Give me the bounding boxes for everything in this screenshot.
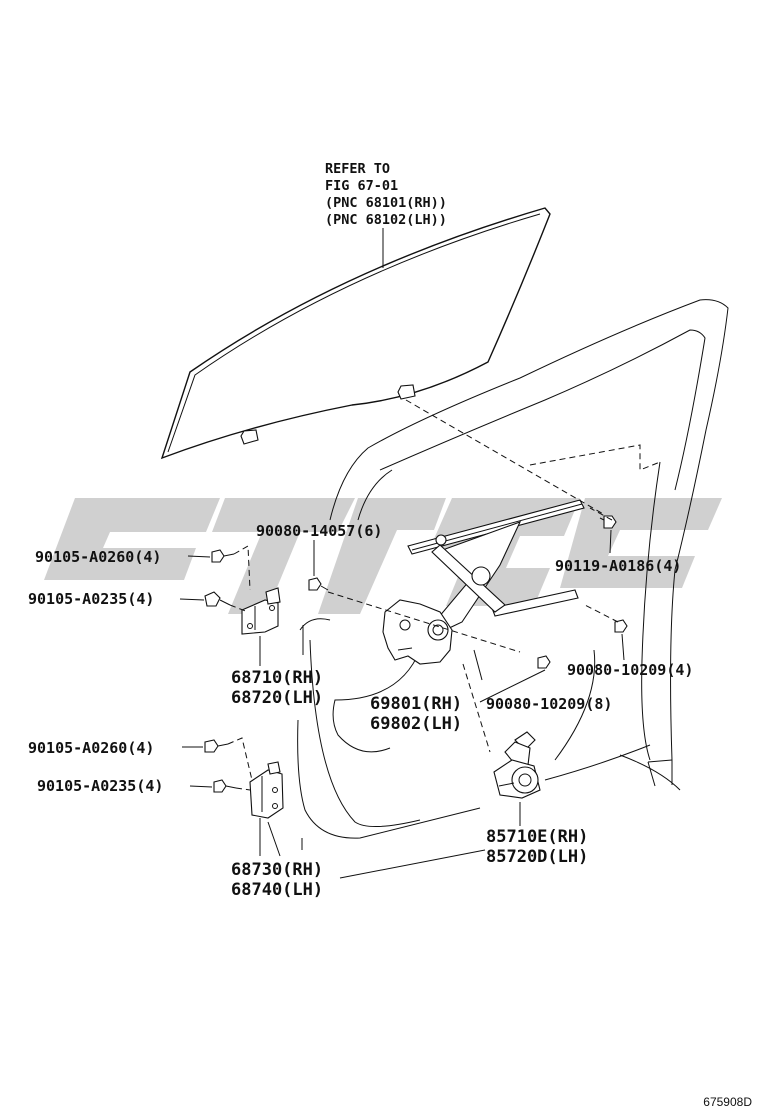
- label-hinge-lower-lh: 68740(LH): [231, 880, 323, 900]
- label-bolt-90105-a0260-lower: 90105-A0260(4): [28, 739, 154, 757]
- bolt-icon: [211, 549, 235, 563]
- reference-note-line-1: REFER TO: [325, 161, 390, 177]
- label-bolt-90105-a0235-upper: 90105-A0235(4): [28, 590, 154, 608]
- reference-note-line-2: FIG 67-01: [325, 178, 398, 194]
- reference-note-line-4: (PNC 68102(LH)): [325, 212, 447, 228]
- label-bolt-90119-a0186: 90119-A0186(4): [555, 557, 681, 575]
- bolt-icon: [204, 739, 229, 753]
- regulator-motor: [493, 731, 541, 799]
- bolt-icon: [204, 591, 231, 607]
- window-regulator: [382, 499, 585, 665]
- label-motor-rh: 85710E(RH): [486, 827, 588, 847]
- label-bolt-90105-a0260-upper: 90105-A0260(4): [35, 548, 161, 566]
- label-motor-lh: 85720D(LH): [486, 847, 588, 867]
- bolt-icon: [308, 577, 329, 591]
- bolt-icon: [537, 655, 551, 669]
- label-bolt-90080-10209-8: 90080-10209(8): [486, 695, 612, 713]
- reference-note: REFER TO FIG 67-01 (PNC 68101(RH)) (PNC …: [325, 161, 447, 228]
- window-glass: [160, 207, 551, 460]
- label-bolt-90105-a0235-lower: 90105-A0235(4): [37, 777, 163, 795]
- installation-lines: [227, 399, 619, 791]
- leader-lines: [179, 529, 625, 879]
- label-bolt-90080-10209-4: 90080-10209(4): [567, 661, 693, 679]
- label-hinge-lower-rh: 68730(RH): [231, 860, 323, 880]
- label-bolt-90080-14057: 90080-14057(6): [256, 522, 382, 540]
- bolt-icon: [614, 619, 628, 633]
- label-regulator-rh: 69801(RH): [370, 694, 462, 714]
- bolt-icon: [599, 515, 617, 529]
- door-frame: [297, 299, 729, 850]
- bolt-icon: [213, 779, 237, 793]
- label-hinge-upper-rh: 68710(RH): [231, 668, 323, 688]
- figure-code: 675908D: [703, 1095, 752, 1109]
- label-regulator-lh: 69802(LH): [370, 714, 462, 734]
- label-hinge-upper-lh: 68720(LH): [231, 688, 323, 708]
- reference-note-line-3: (PNC 68101(RH)): [325, 195, 447, 211]
- door-hinge: [249, 761, 284, 819]
- door-hinge: [241, 587, 281, 635]
